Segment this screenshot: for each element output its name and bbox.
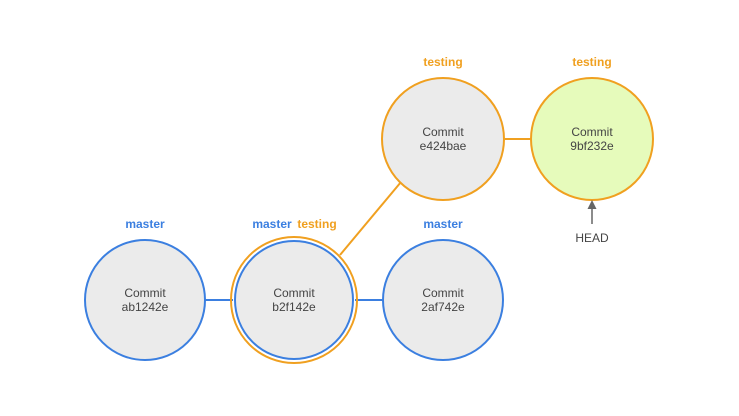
branch-label-testing: testing — [297, 217, 336, 231]
commit-node-2af742e: Commit 2af742e — [382, 239, 504, 361]
commit-node-ab1242e: Commit ab1242e — [84, 239, 206, 361]
commit-node-e424bae: Commit e424bae — [381, 77, 505, 201]
commit-title: Commit — [571, 125, 613, 139]
commit-hash: e424bae — [420, 139, 467, 153]
branch-label-master: master — [125, 217, 165, 231]
commit-hash: ab1242e — [122, 300, 169, 314]
commit-hash: 2af742e — [421, 300, 465, 314]
branch-label-testing: testing — [572, 55, 611, 69]
edge-b2f142e-e424bae — [339, 181, 402, 256]
commit-title: Commit — [422, 286, 464, 300]
branch-label-master: master — [252, 217, 292, 231]
head-label: HEAD — [575, 231, 609, 245]
commit-node-b2f142e: Commit b2f142e — [230, 236, 358, 364]
branch-label-master: master — [423, 217, 463, 231]
commit-title: Commit — [422, 125, 464, 139]
commit-title: Commit — [124, 286, 166, 300]
branch-label-testing: testing — [423, 55, 462, 69]
commit-node-9bf232e: Commit 9bf232e — [530, 77, 654, 201]
head-arrow-icon — [587, 200, 597, 224]
commit-title: Commit — [273, 286, 315, 300]
commit-hash: b2f142e — [272, 300, 316, 314]
commit-hash: 9bf232e — [570, 139, 614, 153]
